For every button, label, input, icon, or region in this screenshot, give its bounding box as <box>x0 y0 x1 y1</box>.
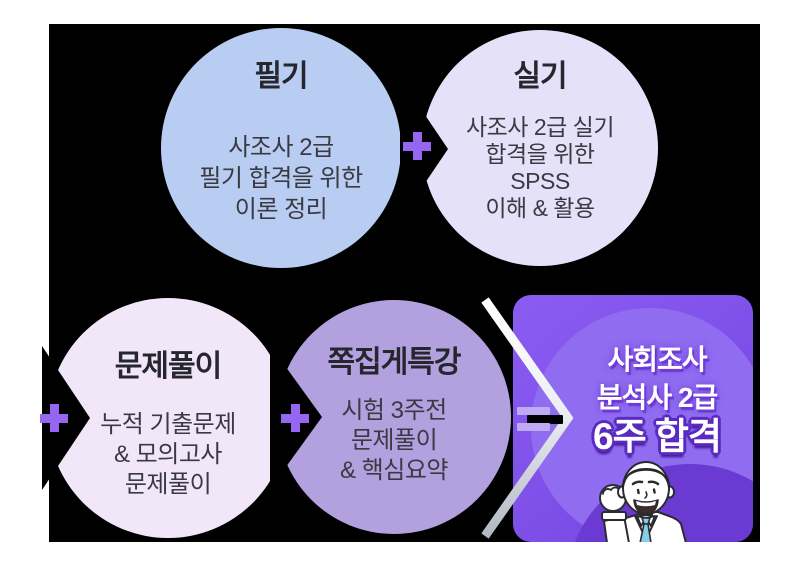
stage-description-line: 이해 & 활용 <box>485 195 595 221</box>
equals-bar <box>517 423 550 431</box>
stage-description-line: & 모의고사 <box>114 441 222 468</box>
mascot-nose <box>644 491 648 499</box>
mascot-hair <box>621 468 671 488</box>
equals-bar <box>517 407 550 415</box>
plus-icon <box>281 404 309 432</box>
mascot-eyes <box>636 488 656 495</box>
stage-description: 누적 기출문제 & 모의고사 문제풀이 <box>100 410 236 500</box>
mascot-tie-knot <box>641 517 651 525</box>
stage-description-line: 시험 3주전 <box>341 397 447 424</box>
mascot-lapel <box>634 515 658 534</box>
stage-description-line: & 핵심요약 <box>340 457 449 484</box>
stage-description-line: 누적 기출문제 <box>100 411 236 438</box>
stage-description: 시험 3주전 문제풀이 & 핵심요약 <box>340 396 449 486</box>
stage-description-line: 필기 합격을 위한 <box>199 165 363 192</box>
stage-description-line: 합격을 위한 <box>485 141 595 167</box>
result-highlight: 6주 합격 <box>593 416 722 457</box>
stage-description-line: 사조사 2급 실기 <box>465 114 615 140</box>
equals-bar-shadow <box>527 415 563 424</box>
mascot-eyebrows <box>631 480 660 486</box>
result-card: 사회조사 분석사 2급 6주 합격 <box>513 295 753 542</box>
stage-title: 실기 <box>513 60 567 93</box>
mascot-cuff <box>601 511 627 521</box>
plus-icon <box>403 132 431 160</box>
result-title-line: 사회조사 <box>607 344 707 375</box>
stage-description: 사조사 2급 실기 합격을 위한 SPSS 이해 & 활용 <box>465 114 615 222</box>
chevron-right-icon <box>481 297 574 539</box>
result-title-line: 분석사 2급 <box>596 382 718 413</box>
stage-description-line: 이론 정리 <box>234 196 328 223</box>
circle-problem-solving: 문제풀이 누적 기출문제 & 모의고사 문제풀이 <box>48 298 288 538</box>
stage-title: 문제풀이 <box>114 350 222 383</box>
stage-description-line: 문제풀이 <box>124 471 212 498</box>
stage-title: 쪽집게특강 <box>327 346 462 379</box>
equals-icon <box>516 404 568 434</box>
stage-title: 필기 <box>254 60 308 93</box>
mascot-illustration <box>599 461 687 542</box>
circle-written-exam: 필기 사조사 2급 필기 합격을 위한 이론 정리 <box>161 28 401 268</box>
circle-special-lecture: 쪽집게특강 시험 3주전 문제풀이 & 핵심요약 <box>277 300 511 534</box>
circle-practical-exam: 실기 사조사 2급 실기 합격을 위한 SPSS 이해 & 활용 <box>422 30 658 266</box>
result-title: 사회조사 분석사 2급 6주 합격 <box>561 341 753 459</box>
plus-icon <box>40 404 68 432</box>
stage-description: 사조사 2급 필기 합격을 위한 이론 정리 <box>199 132 363 225</box>
stage-description-line: 문제풀이 <box>350 427 438 454</box>
mascot-teeth <box>636 501 656 507</box>
stage-description-line: 사조사 2급 <box>228 134 334 161</box>
mascot-tie <box>639 523 652 542</box>
stage-description-line: SPSS <box>510 168 570 194</box>
